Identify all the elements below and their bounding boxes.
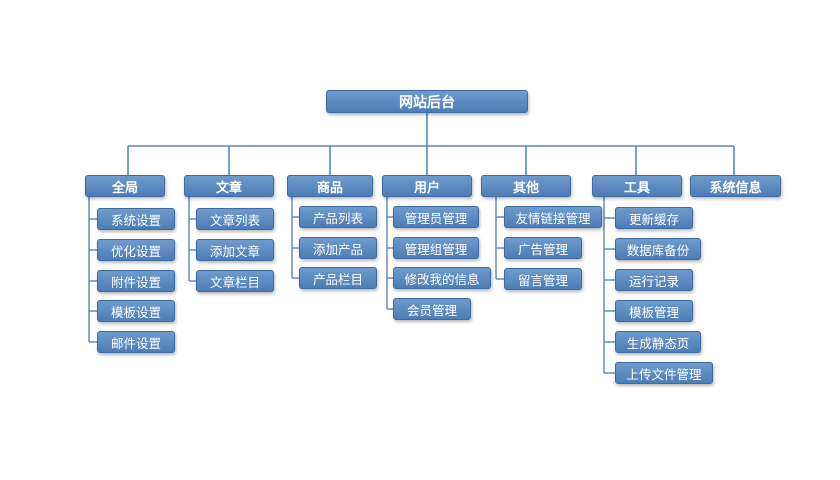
category-others: 其他	[481, 175, 571, 197]
item-node: 数据库备份	[615, 238, 701, 260]
item-node: 模板管理	[615, 300, 693, 322]
item-node: 更新缓存	[615, 207, 693, 229]
item-node: 文章列表	[196, 208, 274, 230]
item-node: 修改我的信息	[393, 267, 491, 289]
item-node: 文章栏目	[196, 270, 274, 292]
item-node: 添加产品	[299, 237, 377, 259]
item-node: 上传文件管理	[615, 362, 713, 384]
item-node: 系统设置	[97, 208, 175, 230]
item-node: 留言管理	[504, 268, 582, 290]
category-products: 商品	[287, 175, 373, 197]
root-node: 网站后台	[326, 90, 528, 113]
item-node: 邮件设置	[97, 331, 175, 353]
category-users: 用户	[382, 175, 472, 197]
item-node: 添加文章	[196, 239, 274, 261]
category-system-info: 系统信息	[690, 175, 781, 197]
item-node: 附件设置	[97, 270, 175, 292]
item-node: 广告管理	[504, 237, 582, 259]
category-articles: 文章	[184, 175, 274, 197]
item-node: 管理组管理	[393, 237, 479, 259]
category-tools: 工具	[592, 175, 682, 197]
item-node: 管理员管理	[393, 206, 479, 228]
item-node: 会员管理	[393, 298, 471, 320]
item-node: 模板设置	[97, 300, 175, 322]
category-global: 全局	[85, 175, 165, 197]
item-node: 产品列表	[299, 206, 377, 228]
item-node: 产品栏目	[299, 267, 377, 289]
item-node: 运行记录	[615, 269, 693, 291]
item-node: 生成静态页	[615, 331, 701, 353]
item-node: 友情链接管理	[504, 206, 602, 228]
item-ticks	[89, 216, 615, 374]
item-node: 优化设置	[97, 239, 175, 261]
